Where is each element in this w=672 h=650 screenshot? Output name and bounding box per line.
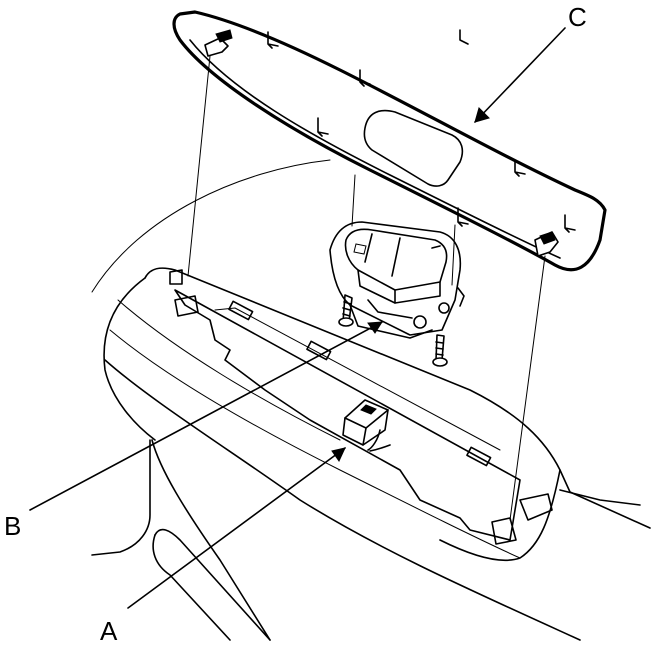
power-window-switch-icon bbox=[329, 221, 465, 339]
mounting-screw-icon bbox=[338, 294, 354, 327]
window-switch-trim-panel-icon bbox=[172, 10, 607, 272]
mounting-screw-icon bbox=[432, 334, 448, 367]
leader-line-b bbox=[29, 321, 383, 511]
leader-line-a bbox=[127, 447, 346, 609]
leader-arrow-b bbox=[367, 321, 383, 334]
callout-label-b: B bbox=[4, 511, 21, 541]
wire-connector-icon bbox=[342, 399, 391, 452]
callout-label-c: C bbox=[568, 2, 587, 32]
callout-label-a: A bbox=[100, 616, 118, 646]
leader-arrow-c bbox=[474, 107, 490, 123]
alignment-lines bbox=[187, 55, 546, 521]
door-armrest-panel-icon bbox=[91, 159, 651, 641]
leader-arrow-a bbox=[331, 447, 346, 462]
leader-line-c bbox=[474, 27, 566, 123]
